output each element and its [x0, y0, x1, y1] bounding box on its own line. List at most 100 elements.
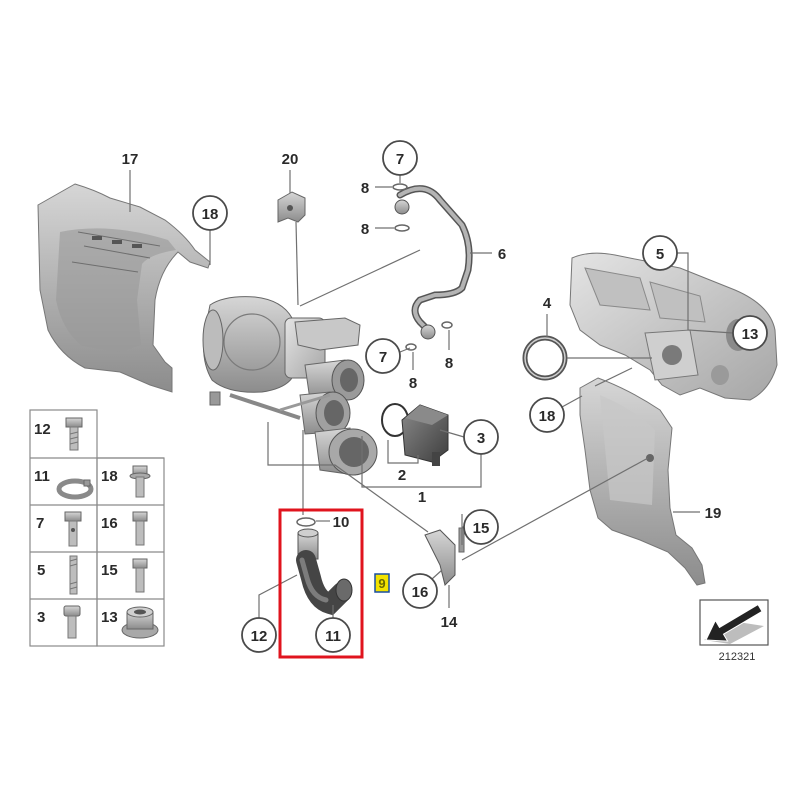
svg-text:5: 5 — [37, 562, 45, 579]
svg-text:8: 8 — [361, 221, 369, 238]
svg-text:15: 15 — [101, 562, 118, 579]
legend-cell[interactable]: 5 — [37, 555, 78, 595]
svg-text:8: 8 — [361, 180, 369, 197]
svg-text:19: 19 — [705, 505, 722, 522]
svg-text:14: 14 — [441, 614, 458, 631]
leader-line — [295, 221, 299, 306]
callout-circled[interactable]: 12 — [241, 617, 277, 653]
callout-number[interactable]: 2 — [398, 467, 406, 484]
callout-number[interactable]: 10 — [333, 514, 350, 531]
legend-cell[interactable]: 13 — [101, 606, 159, 639]
svg-text:7: 7 — [396, 151, 404, 168]
bolt-icon — [132, 558, 148, 593]
callout-number[interactable]: 8 — [361, 221, 369, 238]
legend-cell[interactable]: 11 — [34, 468, 94, 500]
bolt-icon — [132, 511, 148, 546]
flange-bolt-icon — [129, 465, 151, 498]
callout-number[interactable]: 6 — [498, 246, 506, 263]
turbocharger — [202, 296, 378, 476]
heat-shield-upper — [37, 183, 211, 393]
svg-text:7: 7 — [36, 515, 44, 532]
leader-line — [677, 252, 734, 334]
legend-cell[interactable]: 12 — [34, 417, 83, 451]
legend-cell[interactable]: 15 — [101, 558, 148, 593]
legend-cell[interactable]: 16 — [101, 511, 148, 546]
leader-line — [431, 569, 443, 580]
hose-clamp-icon — [56, 478, 94, 500]
svg-text:11: 11 — [325, 628, 341, 645]
bracket-small — [277, 191, 306, 223]
leader-line — [399, 347, 411, 353]
callout-circled[interactable]: 16 — [402, 573, 438, 609]
leader-line — [461, 457, 649, 561]
svg-text:20: 20 — [282, 151, 299, 168]
callout-number[interactable]: 19 — [705, 505, 722, 522]
callout-hotspot[interactable]: 9 — [374, 573, 390, 593]
callout-circled[interactable]: 3 — [463, 419, 499, 455]
stud-icon — [69, 555, 78, 595]
svg-text:12: 12 — [34, 421, 51, 438]
svg-text:1: 1 — [418, 489, 426, 506]
callout-circled[interactable]: 7 — [382, 140, 418, 176]
svg-text:13: 13 — [742, 326, 759, 343]
svg-text:18: 18 — [202, 206, 219, 223]
callout-number[interactable]: 17 — [122, 151, 139, 168]
callout-circled[interactable]: 7 — [365, 338, 401, 374]
callouts: 17 20 7 8 8 6 18 5 4 13 7 8 8 18 3 2 1 1… — [122, 140, 768, 653]
view-direction-icon — [699, 599, 769, 646]
callout-circled[interactable]: 13 — [732, 315, 768, 351]
svg-text:18: 18 — [539, 408, 556, 425]
svg-text:13: 13 — [101, 609, 118, 626]
callout-number[interactable]: 20 — [282, 151, 299, 168]
leader-line — [387, 440, 419, 464]
svg-text:6: 6 — [498, 246, 506, 263]
callout-number[interactable]: 8 — [361, 180, 369, 197]
nut-icon — [121, 606, 159, 639]
callout-circled[interactable]: 18 — [529, 397, 565, 433]
svg-text:11: 11 — [34, 468, 50, 485]
catalog-number: 212321 — [719, 651, 756, 663]
leader-line — [299, 249, 421, 307]
svg-text:17: 17 — [122, 151, 139, 168]
svg-text:3: 3 — [37, 609, 45, 626]
leader-line — [267, 422, 429, 533]
callout-circled[interactable]: 18 — [192, 195, 228, 231]
callout-number[interactable]: 14 — [441, 614, 458, 631]
legend-cell[interactable]: 3 — [37, 605, 81, 639]
support-bracket — [424, 527, 465, 586]
gasket-ring — [522, 335, 568, 381]
svg-text:16: 16 — [101, 515, 118, 532]
callout-number[interactable]: 8 — [445, 355, 453, 372]
svg-text:15: 15 — [473, 520, 490, 537]
callout-number[interactable]: 1 — [418, 489, 426, 506]
callout-number[interactable]: 8 — [409, 375, 417, 392]
svg-text:10: 10 — [333, 514, 350, 531]
leader-line — [561, 395, 583, 408]
selection-box — [278, 508, 364, 659]
heat-shield-lower — [579, 377, 706, 586]
svg-text:8: 8 — [409, 375, 417, 392]
oil-feed-pipe — [392, 183, 473, 351]
svg-text:8: 8 — [445, 355, 453, 372]
svg-text:12: 12 — [251, 628, 268, 645]
boost-actuator — [401, 404, 449, 466]
legend-cell[interactable]: 7 — [36, 511, 82, 547]
small-parts-legend: 12 11 18 7 — [29, 409, 165, 647]
svg-text:16: 16 — [412, 584, 429, 601]
leader-line — [258, 574, 298, 618]
legend-cell[interactable]: 18 — [101, 465, 151, 498]
callout-number[interactable]: 4 — [543, 295, 552, 312]
socket-bolt-icon — [63, 605, 81, 639]
svg-text:3: 3 — [477, 430, 485, 447]
callout-circled[interactable]: 5 — [642, 235, 678, 271]
leader-line — [439, 429, 465, 438]
svg-text:7: 7 — [379, 349, 387, 366]
svg-text:5: 5 — [656, 246, 664, 263]
exhaust-manifold — [569, 252, 778, 401]
banjo-bolt-icon — [64, 511, 82, 547]
leader-lines — [129, 170, 734, 618]
callout-circled[interactable]: 11 — [315, 617, 351, 653]
svg-text:9: 9 — [378, 576, 385, 591]
callout-circled[interactable]: 15 — [463, 509, 499, 545]
